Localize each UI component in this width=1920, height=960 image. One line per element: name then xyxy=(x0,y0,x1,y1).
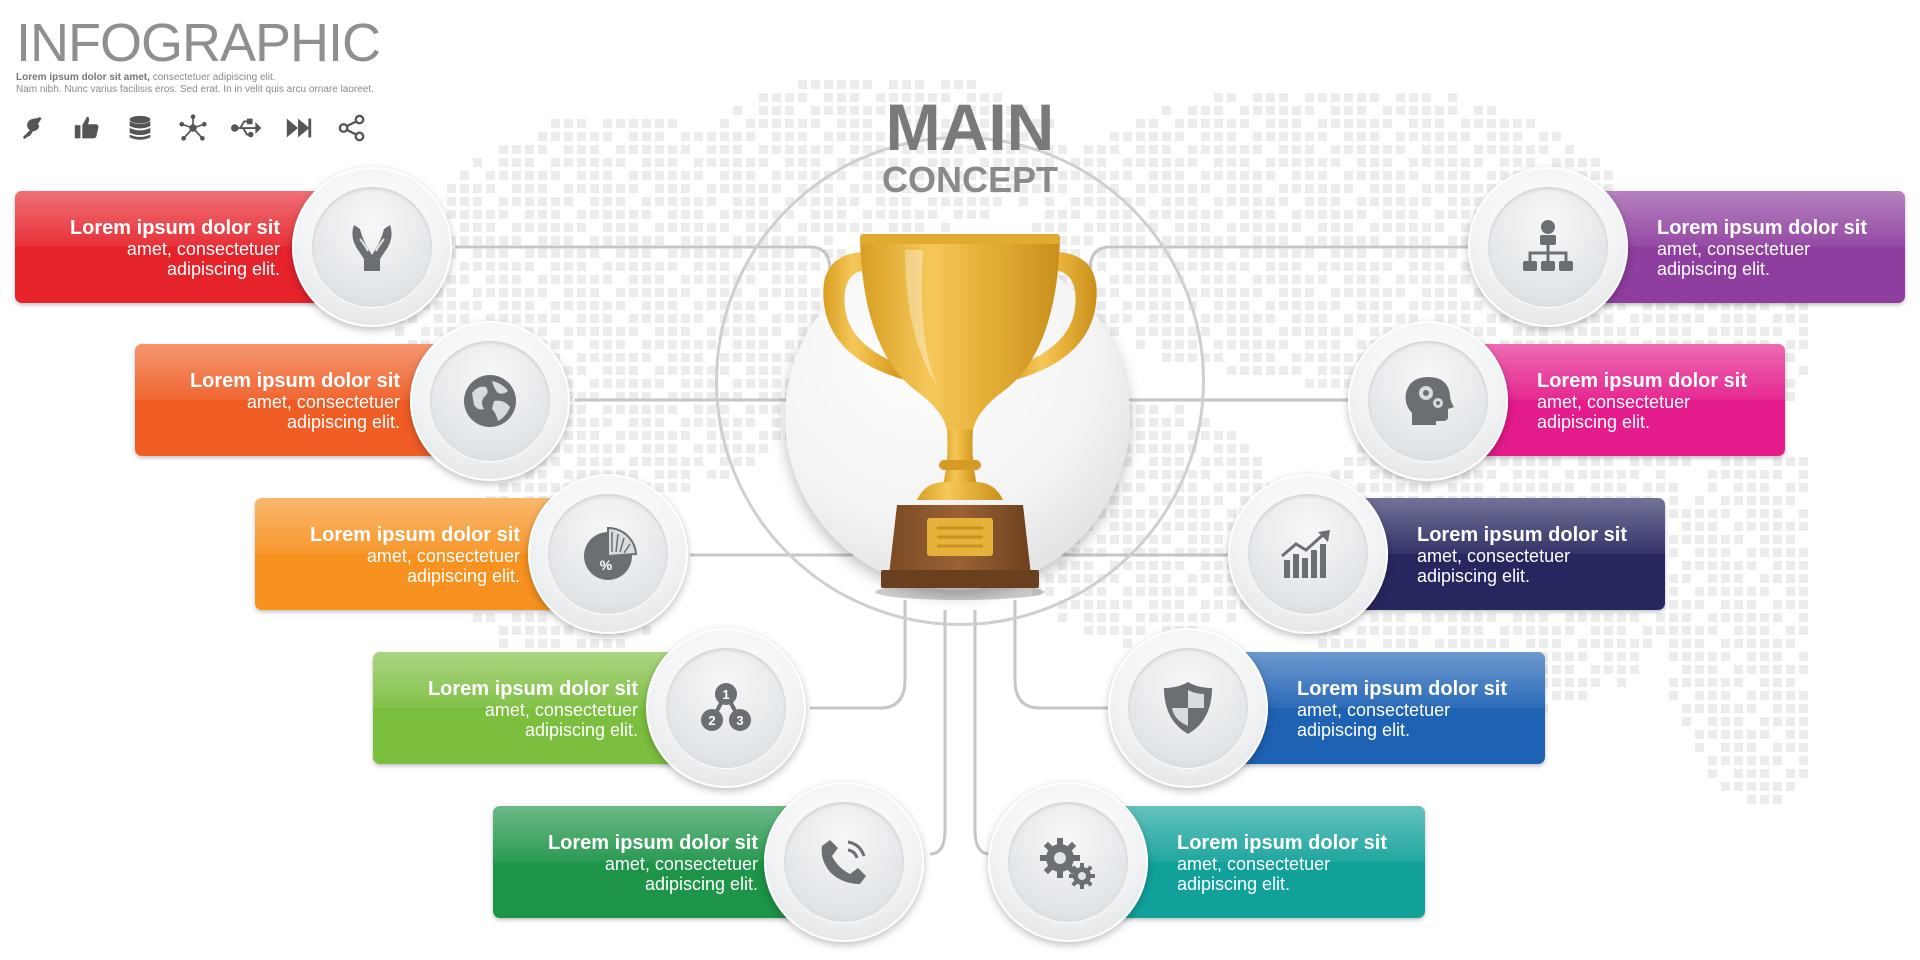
fast-forward-icon[interactable] xyxy=(283,112,315,144)
item-bar-5: Lorem ipsum dolor sit amet, consectetuer… xyxy=(493,806,803,918)
item-text-3: Lorem ipsum dolor sit amet, consectetuer… xyxy=(310,524,520,586)
item-text-9: Lorem ipsum dolor sit amet, consectetuer… xyxy=(1297,678,1507,740)
header: INFOGRAPHIC Lorem ipsum dolor sit amet, … xyxy=(16,14,416,96)
item-line-2: amet, consectetuer xyxy=(1537,392,1691,412)
globe-icon xyxy=(464,375,516,427)
gears-icon xyxy=(1040,838,1095,889)
item-line-3: adipiscing elit. xyxy=(1657,259,1771,279)
item-line-3: adipiscing elit. xyxy=(286,412,400,432)
item-line-2: amet, consectetuer xyxy=(246,392,400,412)
item-title: Lorem ipsum dolor sit xyxy=(1297,678,1508,700)
item-line-3: adipiscing elit. xyxy=(1417,566,1531,586)
item-line-3: adipiscing elit. xyxy=(1177,874,1291,894)
main-concept-title: MAIN CONCEPT xyxy=(870,94,1070,200)
subtitle-rest: consectetuer adipiscing elit. xyxy=(149,72,276,83)
item-title: Lorem ipsum dolor sit xyxy=(1657,217,1868,239)
item-line-2: amet, consectetuer xyxy=(1417,546,1571,566)
item-bar-4: Lorem ipsum dolor sit amet, consectetuer… xyxy=(373,652,683,764)
subtitle-bold: Lorem ipsum dolor sit amet, xyxy=(16,72,150,83)
usb-icon[interactable] xyxy=(230,112,262,144)
tools-icon[interactable] xyxy=(18,112,50,144)
item-text-10: Lorem ipsum dolor sit amet, consectetuer… xyxy=(1177,832,1387,894)
item-text-1: Lorem ipsum dolor sit amet, consectetuer… xyxy=(70,217,280,279)
item-disc-8[interactable] xyxy=(1228,474,1388,634)
item-bar-7: Lorem ipsum dolor sit amet, consectetuer… xyxy=(1475,344,1785,456)
item-text-7: Lorem ipsum dolor sit amet, consectetuer… xyxy=(1537,370,1747,432)
item-title: Lorem ipsum dolor sit xyxy=(1537,370,1748,392)
svg-text:%: % xyxy=(600,557,613,573)
svg-text:3: 3 xyxy=(736,713,743,728)
item-line-2: amet, consectetuer xyxy=(126,239,280,259)
head-gears-icon xyxy=(1405,377,1454,425)
item-bar-9: Lorem ipsum dolor sit amet, consectetuer… xyxy=(1235,652,1545,764)
subtitle-line-2: Nam nibh. Nunc varius facilisis eros. Se… xyxy=(16,84,374,95)
item-disc-10[interactable] xyxy=(988,782,1148,942)
item-line-3: adipiscing elit. xyxy=(406,566,520,586)
thumbs-up-icon[interactable] xyxy=(71,112,103,144)
item-bar-2: Lorem ipsum dolor sit amet, consectetuer… xyxy=(135,344,445,456)
steps-123-icon: 12 3 xyxy=(701,683,751,731)
item-disc-5[interactable] xyxy=(764,782,924,942)
item-line-2: amet, consectetuer xyxy=(484,700,638,720)
item-bar-3: Lorem ipsum dolor sit amet, consectetuer… xyxy=(255,498,565,610)
item-line-3: adipiscing elit. xyxy=(644,874,758,894)
pie-percent-icon: % xyxy=(584,526,638,580)
item-line-3: adipiscing elit. xyxy=(524,720,638,740)
item-text-6: Lorem ipsum dolor sit amet, consectetuer… xyxy=(1657,217,1867,279)
item-line-3: adipiscing elit. xyxy=(1537,412,1651,432)
item-line-2: amet, consectetuer xyxy=(1297,700,1451,720)
item-line-3: adipiscing elit. xyxy=(1297,720,1411,740)
page-title: INFOGRAPHIC xyxy=(16,13,381,73)
item-line-2: amet, consectetuer xyxy=(366,546,520,566)
item-text-5: Lorem ipsum dolor sit amet, consectetuer… xyxy=(548,832,758,894)
phone-icon xyxy=(821,840,866,884)
hands-icon xyxy=(352,225,392,271)
item-title: Lorem ipsum dolor sit xyxy=(1177,832,1388,854)
subtitle-line-1: Lorem ipsum dolor sit amet, consectetuer… xyxy=(16,72,416,84)
item-disc-2[interactable] xyxy=(410,321,570,481)
item-title: Lorem ipsum dolor sit xyxy=(189,370,400,392)
item-bar-10: Lorem ipsum dolor sit amet, consectetuer… xyxy=(1115,806,1425,918)
item-title: Lorem ipsum dolor sit xyxy=(427,678,638,700)
item-title: Lorem ipsum dolor sit xyxy=(69,217,280,239)
trophy-icon xyxy=(823,234,1097,600)
item-line-2: amet, consectetuer xyxy=(1657,239,1811,259)
growth-chart-icon xyxy=(1281,530,1330,578)
item-title: Lorem ipsum dolor sit xyxy=(1417,524,1628,546)
item-text-8: Lorem ipsum dolor sit amet, consectetuer… xyxy=(1417,524,1627,586)
svg-text:1: 1 xyxy=(722,687,729,702)
svg-text:2: 2 xyxy=(708,713,715,728)
item-bar-8: Lorem ipsum dolor sit amet, consectetuer… xyxy=(1355,498,1665,610)
item-line-2: amet, consectetuer xyxy=(604,854,758,874)
concept-label: CONCEPT xyxy=(881,159,1058,200)
item-disc-3[interactable]: % xyxy=(528,474,688,634)
main-label: MAIN xyxy=(885,90,1055,164)
item-disc-7[interactable] xyxy=(1348,321,1508,481)
item-title: Lorem ipsum dolor sit xyxy=(309,524,520,546)
item-disc-1[interactable] xyxy=(292,167,452,327)
shield-icon xyxy=(1164,682,1212,734)
item-text-2: Lorem ipsum dolor sit amet, consectetuer… xyxy=(190,370,400,432)
item-bar-1: Lorem ipsum dolor sit amet, consectetuer… xyxy=(15,191,325,303)
org-chart-icon xyxy=(1523,220,1573,271)
database-icon[interactable] xyxy=(124,112,156,144)
item-bar-6: Lorem ipsum dolor sit amet, consectetuer… xyxy=(1595,191,1905,303)
network-icon[interactable] xyxy=(177,112,209,144)
item-title: Lorem ipsum dolor sit xyxy=(547,832,758,854)
share-icon[interactable] xyxy=(336,112,368,144)
icon-toolbar xyxy=(18,112,368,144)
item-line-3: adipiscing elit. xyxy=(166,259,280,279)
item-disc-9[interactable] xyxy=(1108,628,1268,788)
item-line-2: amet, consectetuer xyxy=(1177,854,1331,874)
item-disc-6[interactable] xyxy=(1468,167,1628,327)
center-ring xyxy=(715,136,1205,626)
item-text-4: Lorem ipsum dolor sit amet, consectetuer… xyxy=(428,678,638,740)
